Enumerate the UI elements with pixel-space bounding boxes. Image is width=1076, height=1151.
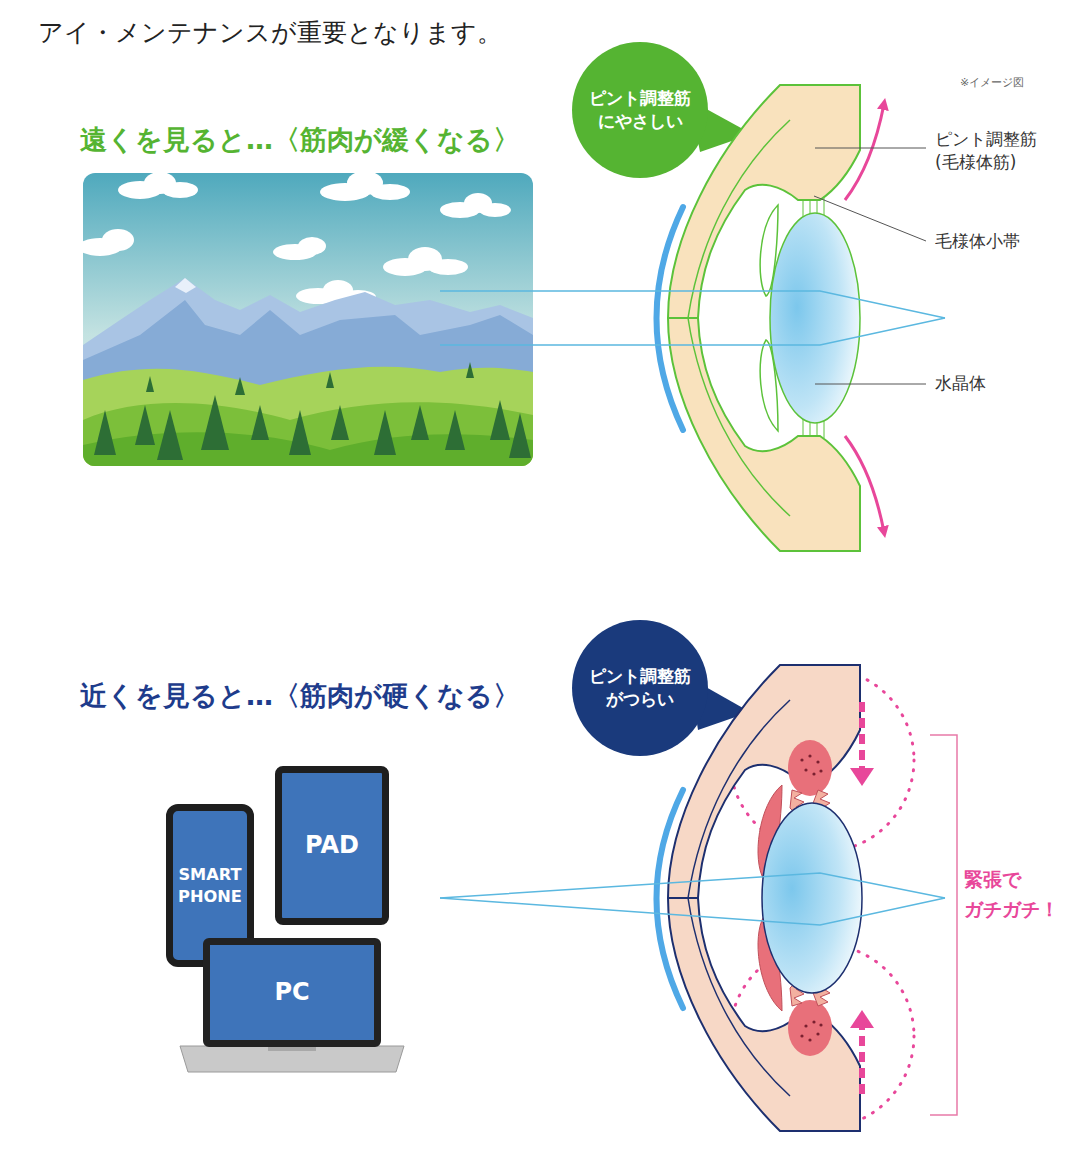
light-rays: [440, 873, 945, 925]
ciliary-muscle: [788, 740, 832, 796]
dot: [800, 758, 803, 761]
dot: [812, 772, 815, 775]
node-text: SMART PHONE: [177, 864, 243, 908]
arrow-head: [850, 768, 874, 786]
laptop-screen: PC: [203, 938, 381, 1047]
squeeze-arrow: [859, 702, 865, 768]
light-ray: [440, 318, 945, 345]
dot: [804, 1024, 807, 1027]
part-label: 水晶体: [935, 372, 986, 395]
node-text: ピント調整筋 がつらい: [580, 665, 700, 711]
leader-line: [814, 196, 926, 241]
tablet-screen: PAD: [275, 766, 389, 925]
tree: [201, 395, 229, 450]
light-ray: [440, 873, 945, 898]
cornea: [657, 207, 684, 430]
leader-line: [815, 384, 926, 385]
dot: [819, 769, 822, 772]
lens: [762, 803, 862, 993]
landscape-picture: [83, 173, 533, 466]
cornea: [657, 790, 684, 1008]
muscle-dots: [800, 754, 822, 775]
speech-bubble: ピント調整筋 がつらい: [572, 620, 708, 756]
section-heading: 遠くを見ると…〈筋肉が緩くなる〉: [80, 122, 520, 158]
node-text: PC: [274, 976, 309, 1008]
tree: [146, 376, 154, 392]
hill: [83, 402, 533, 466]
clouds: [83, 173, 511, 304]
tree: [94, 410, 116, 455]
section-heading: 近くを見ると…〈筋肉が硬くなる〉: [80, 678, 520, 714]
trees: [94, 362, 531, 460]
part-label: ピント調整筋 (毛様体筋): [935, 128, 1065, 174]
tree: [289, 410, 311, 455]
node-text: ピント調整筋 にやさしい: [580, 87, 700, 133]
muscle-dots: [800, 1020, 822, 1041]
dot: [812, 1020, 815, 1023]
leader-lines: [814, 148, 926, 384]
dot: [808, 754, 811, 757]
cloud: [102, 229, 134, 251]
light-ray: [440, 898, 945, 925]
leader-line: [815, 148, 926, 149]
light-rays: [440, 291, 945, 345]
ciliary-muscle: [788, 1000, 832, 1056]
tree: [490, 400, 510, 440]
light-ray: [440, 291, 945, 318]
speech-bubble: ピント調整筋 にやさしい: [572, 42, 708, 178]
tree: [509, 413, 531, 458]
zonule: [824, 420, 825, 438]
dot: [800, 1034, 803, 1037]
cloud: [479, 203, 511, 217]
tree: [135, 405, 155, 445]
cloud: [162, 182, 198, 198]
dot: [808, 1038, 811, 1041]
zonule: [824, 198, 825, 216]
cloud: [370, 184, 410, 200]
dot: [816, 760, 819, 763]
arrow-head: [850, 1010, 874, 1028]
dot: [804, 768, 807, 771]
callout-text: 緊張で ガチガチ！: [964, 864, 1070, 925]
tree: [331, 405, 349, 440]
tree: [445, 410, 465, 450]
hill: [83, 367, 533, 466]
eye-tense: [440, 665, 957, 1131]
note: ※イメージ図: [960, 76, 1024, 91]
stretch-arrow: [845, 104, 884, 200]
tree: [157, 410, 183, 460]
page-title: アイ・メンテナンスが重要となります。: [38, 16, 502, 49]
stretch-arrow: [845, 436, 884, 532]
tree: [411, 405, 429, 440]
tree: [466, 362, 474, 378]
tree: [251, 405, 269, 440]
tree: [235, 377, 245, 395]
dot: [816, 1032, 819, 1035]
snow-cap: [175, 278, 196, 293]
cloud: [298, 237, 326, 255]
laptop-base: [180, 1046, 404, 1072]
cloud: [428, 259, 468, 275]
bracket: [930, 735, 957, 1115]
tree: [326, 372, 334, 388]
dot: [819, 1023, 822, 1026]
node-text: PAD: [305, 829, 359, 861]
lens: [770, 213, 860, 423]
part-label: 毛様体小帯: [935, 230, 1020, 253]
sky: [83, 173, 533, 466]
tree: [374, 410, 396, 455]
squeeze-arrow: [859, 1028, 865, 1094]
